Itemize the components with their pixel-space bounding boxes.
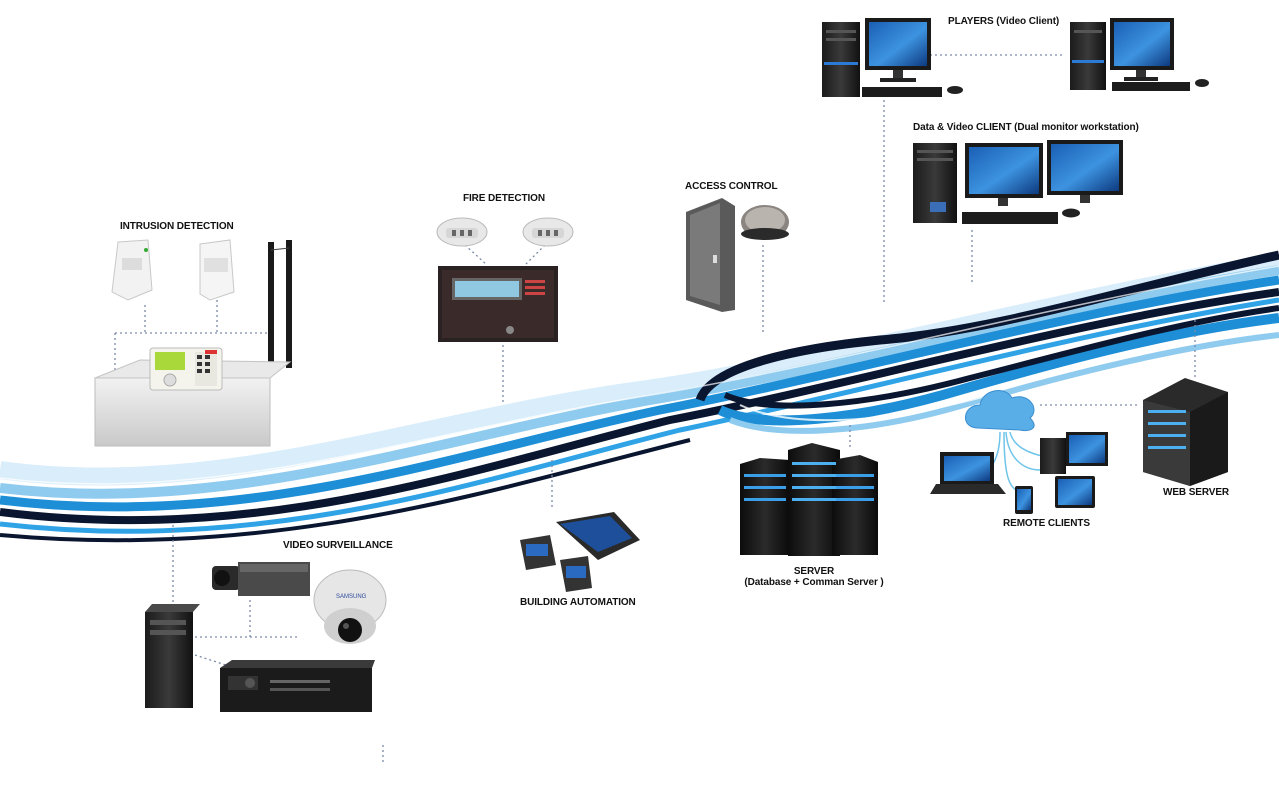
players-label: PLAYERS (Video Client) [948,16,1060,27]
access-control-devices [686,198,789,312]
video-surveillance-devices: SAMSUNG [145,562,387,712]
network-wave [0,250,1279,543]
building-automation-devices [520,512,640,592]
web-server [1143,378,1228,486]
intrusion-detection-devices [94,239,292,447]
fire-detection-label: FIRE DETECTION [463,193,545,204]
connector-lines [114,54,1196,765]
remote-clients-devices [930,390,1108,514]
dual-client-label: Data & Video CLIENT (Dual monitor workst… [913,122,1139,133]
remote-clients-label: REMOTE CLIENTS [1003,518,1090,529]
server-cluster [740,443,878,556]
access-control-label: ACCESS CONTROL [685,181,778,192]
web-server-label: WEB SERVER [1163,487,1230,498]
video-surveillance-label: VIDEO SURVEILLANCE [283,540,393,551]
server-label-line1: SERVER [793,566,835,577]
player-pc-2 [1070,18,1209,91]
building-automation-label: BUILDING AUTOMATION [520,597,636,608]
dual-monitor-workstation [913,140,1123,224]
camera-brand-text: SAMSUNG [336,594,367,600]
server-label: SERVER (Database + Comman Server ) [714,566,914,588]
player-pc-1 [822,18,963,97]
intrusion-detection-label: INTRUSION DETECTION [120,221,234,232]
server-label-line2: (Database + Comman Server ) [744,577,884,588]
fire-detection-devices [436,217,574,342]
